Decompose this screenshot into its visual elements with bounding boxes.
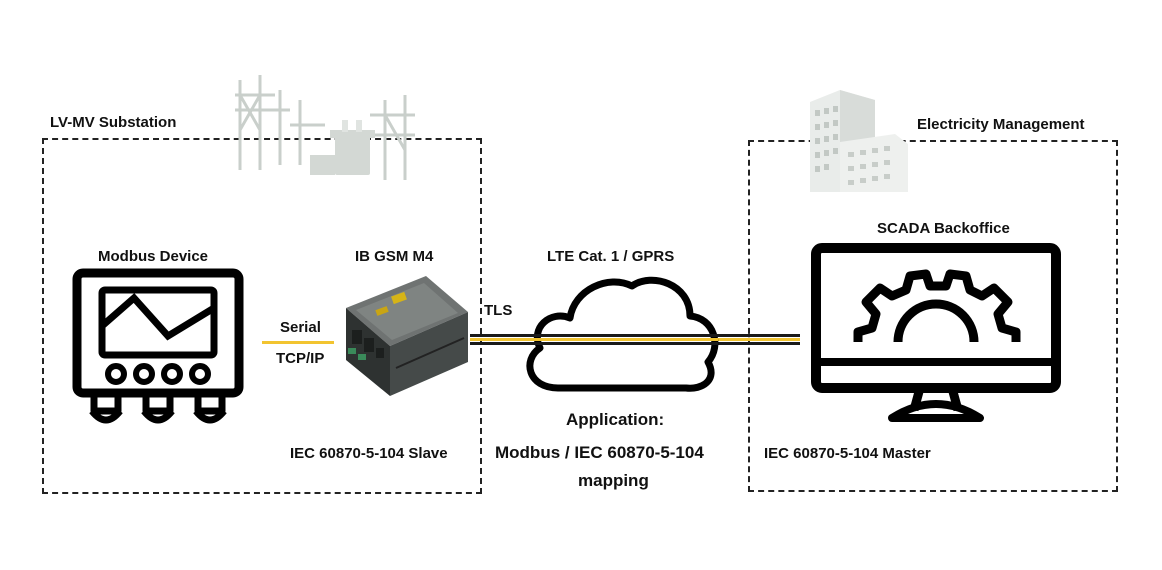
meter-device-icon: [72, 268, 244, 424]
scada-label: SCADA Backoffice: [877, 220, 1010, 237]
electricity-management-zone-box: [748, 140, 1118, 492]
gateway-label: IB GSM M4: [355, 248, 434, 265]
gateway-device-image: [346, 276, 468, 396]
office-building-icon: [810, 90, 908, 192]
substation-zone-title: LV-MV Substation: [46, 114, 181, 131]
substation-icon: [235, 75, 415, 180]
application-line1: Modbus / IEC 60870-5-104: [495, 443, 704, 462]
substation-zone-box: [42, 138, 482, 494]
tls-label: TLS: [484, 302, 513, 319]
tls-line-through-cloud: [524, 334, 718, 345]
serial-link-line: [262, 341, 334, 344]
monitor-gear-icon: [811, 243, 1061, 422]
serial-label: Serial: [280, 319, 321, 336]
modbus-device-label: Modbus Device: [98, 248, 209, 265]
application-title: Application:: [566, 410, 665, 429]
cloud-icon: [526, 276, 719, 392]
master-role-label: IEC 60870-5-104 Master: [764, 445, 931, 462]
tcpip-label: TCP/IP: [276, 350, 325, 367]
electricity-management-zone-title: Electricity Management: [913, 116, 1089, 133]
application-line2: mapping: [578, 471, 649, 490]
network-label: LTE Cat. 1 / GPRS: [547, 248, 675, 265]
slave-role-label: IEC 60870-5-104 Slave: [290, 445, 448, 462]
